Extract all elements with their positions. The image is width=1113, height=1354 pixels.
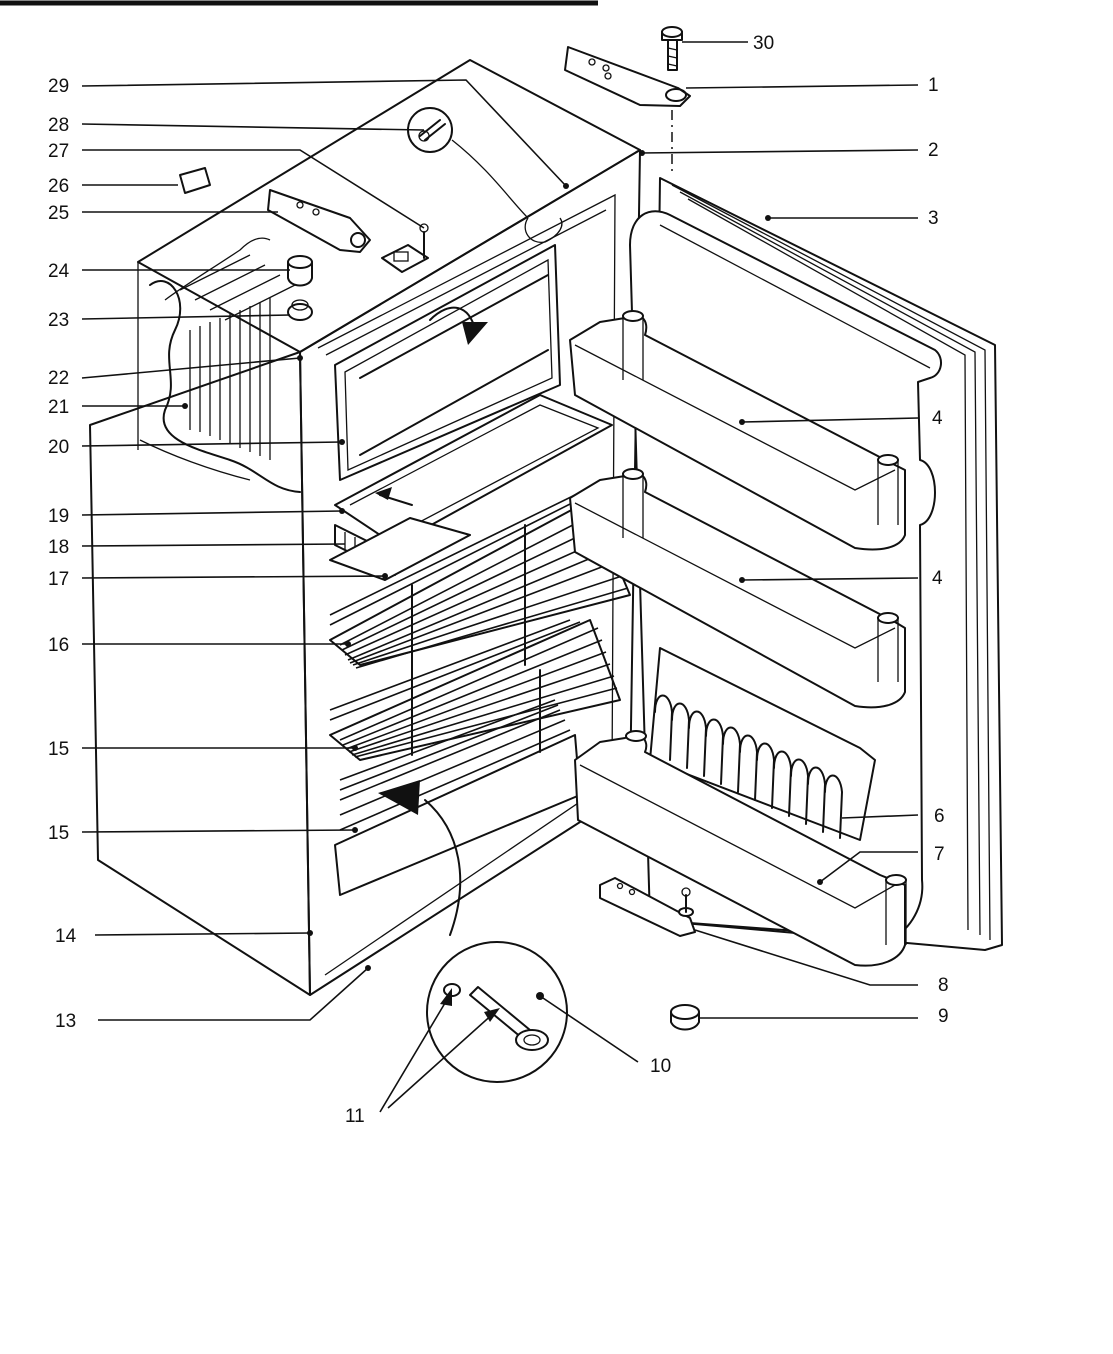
callout-3: 3 [928,208,939,229]
callout-26: 26 [48,176,69,197]
callout-19: 19 [48,506,69,527]
cabinet [89,59,641,996]
callout-25: 25 [48,203,69,224]
freezer-compartment [329,244,613,581]
callout-17: 17 [48,569,69,590]
callout-22: 22 [48,368,69,389]
callout-15-upper: 15 [48,739,69,760]
callout-13: 13 [55,1011,76,1032]
callout-24: 24 [48,261,70,282]
door [569,177,1003,967]
bottom-parts [426,877,700,1083]
leader-lines [81,41,919,1113]
callout-21: 21 [48,397,69,418]
callout-18: 18 [48,537,69,558]
callout-23: 23 [48,310,69,331]
callout-11: 11 [345,1106,365,1127]
callout-1: 1 [928,75,939,96]
wire-shelves [329,494,631,936]
callout-29: 29 [48,76,69,97]
callout-2: 2 [928,140,939,161]
callout-16: 16 [48,635,69,656]
callout-30: 30 [753,33,774,54]
callout-14: 14 [55,926,77,947]
callout-6: 6 [934,806,945,827]
callout-10: 10 [650,1056,671,1077]
callout-7: 7 [934,844,945,865]
callout-20: 20 [48,437,69,458]
callout-15-lower: 15 [48,823,69,844]
top-fittings [179,26,691,321]
callout-4-lower: 4 [932,568,943,589]
callout-28: 28 [48,115,69,136]
callout-9: 9 [938,1006,949,1027]
callout-27: 27 [48,141,69,162]
callout-8: 8 [938,975,949,996]
callout-labels: 30 1 29 28 2 27 26 25 3 24 23 22 21 4 20… [48,33,949,1127]
callout-4-upper: 4 [932,408,943,429]
